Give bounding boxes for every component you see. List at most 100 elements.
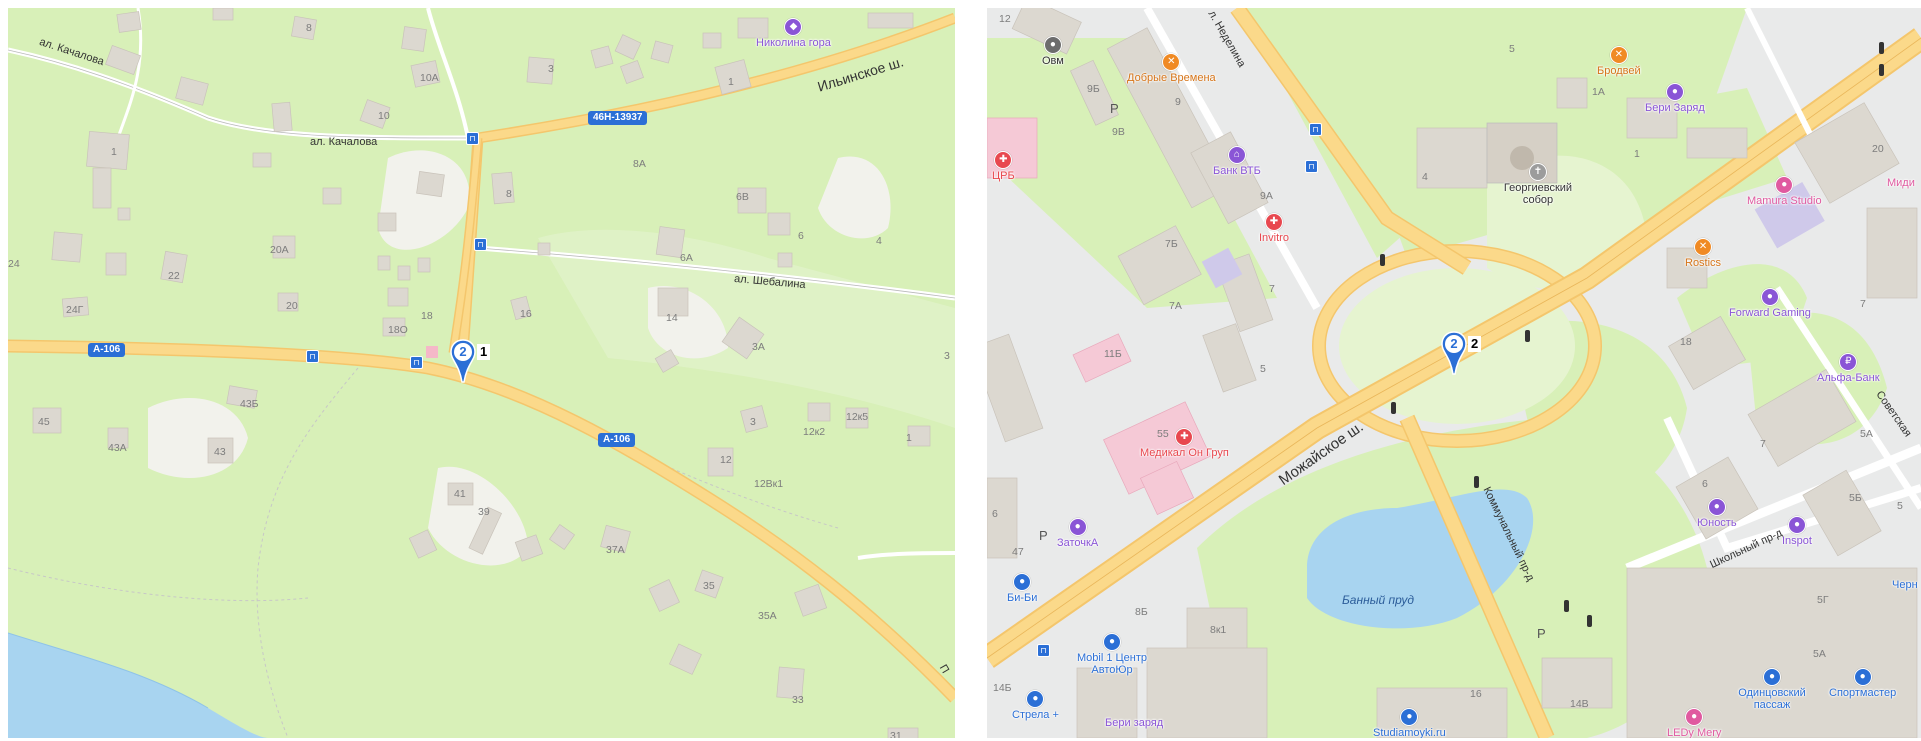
- car-icon: ●: [1026, 690, 1045, 708]
- poi-ledy[interactable]: ● LEDy Mery: [1667, 708, 1721, 738]
- house-number: 8А: [633, 158, 646, 170]
- street-kachalova-mid: ал. Качалова: [310, 136, 378, 148]
- gaming-icon: ●: [1760, 288, 1779, 306]
- poi-forward-gaming[interactable]: ● Forward Gaming: [1729, 288, 1811, 319]
- house-number: 43: [214, 446, 226, 458]
- charging-icon: ●: [1665, 83, 1684, 101]
- house-number: 41: [454, 488, 466, 500]
- poi-mobil1[interactable]: ● Mobil 1 Центр АвтоЮр: [1057, 633, 1167, 676]
- poi-crb[interactable]: ✚ ЦРБ: [992, 151, 1015, 182]
- house-number: 5А: [1860, 428, 1873, 440]
- parking-icon: P: [1110, 101, 1119, 116]
- house-number: 11Б: [1104, 348, 1122, 360]
- house-number: 8: [306, 22, 312, 34]
- poi-bi-bi[interactable]: ● Би-Би: [1007, 573, 1037, 604]
- house-number: 47: [1012, 546, 1024, 558]
- mall-icon: ●: [1763, 668, 1781, 686]
- poi-midi[interactable]: Миди: [1887, 177, 1915, 189]
- shop-icon: ●: [1853, 668, 1872, 686]
- bus-stop-icon[interactable]: ⊓: [410, 356, 423, 369]
- house-number: 16: [520, 308, 532, 320]
- poi-beri-zaryad-top[interactable]: ● Бери Заряд: [1645, 83, 1705, 114]
- house-number: 14Б: [993, 682, 1012, 694]
- house-number: 43Б: [240, 398, 259, 410]
- house-number: 24: [8, 258, 20, 270]
- bus-stop-icon[interactable]: ⊓: [474, 238, 487, 251]
- house-number: 3: [548, 63, 554, 75]
- poi-invitro[interactable]: ✚ Invitro: [1259, 213, 1289, 244]
- poi-alfa-bank[interactable]: ₽ Альфа-Банк: [1817, 353, 1880, 384]
- beauty-icon: ●: [1685, 708, 1704, 726]
- traffic-light-icon: [1474, 476, 1479, 488]
- bus-stop-icon[interactable]: ⊓: [466, 132, 479, 145]
- house-number: 5Б: [1849, 492, 1862, 504]
- house-number: 14: [666, 312, 678, 324]
- house-number: 6А: [680, 252, 693, 264]
- house-number: 1: [728, 76, 734, 88]
- poi-odintsovsky[interactable]: ● Одинцовский пассаж: [1727, 668, 1817, 711]
- house-number: 35: [703, 580, 715, 592]
- cinema-icon: ●: [1707, 498, 1726, 516]
- poi-medical-on[interactable]: ✚ Медикал Он Груп: [1140, 428, 1229, 459]
- poi-studiamoyki[interactable]: ● Studiamoyki.ru: [1373, 708, 1446, 738]
- bus-stop-icon[interactable]: ⊓: [1309, 123, 1322, 136]
- poi-mamura[interactable]: ● Mamura Studio: [1747, 176, 1822, 207]
- poi-bank-vtb[interactable]: ⌂ Банк ВТБ: [1213, 146, 1261, 177]
- house-number: 45: [38, 416, 50, 428]
- house-number: 35А: [758, 610, 777, 622]
- restaurant-icon: ✕: [1609, 46, 1628, 64]
- poi-rostics[interactable]: ✕ Rostics: [1685, 238, 1721, 269]
- route-pin-1[interactable]: 2 1: [449, 338, 491, 391]
- house-number: 12: [720, 454, 732, 466]
- map-left[interactable]: ал. Качалова ал. Качалова Ильинское ш. а…: [8, 8, 955, 738]
- poi-cherni[interactable]: Черн: [1892, 579, 1918, 591]
- pin-count: 2: [459, 344, 467, 359]
- house-number: 31: [890, 730, 902, 738]
- house-number: 20: [1872, 143, 1884, 155]
- shop-icon: ●: [1787, 516, 1806, 534]
- map-right[interactable]: Можайское ш. Коммунальный пр-д л. Недели…: [987, 8, 1921, 738]
- theater-icon: ◆: [784, 18, 803, 36]
- hospital-icon: ✚: [994, 151, 1013, 169]
- poi-beri-zaryad-bottom[interactable]: Бери заряд: [1105, 717, 1164, 729]
- house-number: 39: [478, 506, 490, 518]
- poi-sportmaster[interactable]: ● Спортмастер: [1829, 668, 1896, 699]
- pin-count: 2: [1450, 336, 1458, 351]
- house-number: 4: [1422, 171, 1428, 183]
- house-number: 9А: [1260, 190, 1273, 202]
- house-number: 12: [999, 13, 1011, 25]
- bus-stop-icon[interactable]: ⊓: [1305, 160, 1318, 173]
- house-number: 24Г: [66, 304, 84, 316]
- traffic-light-icon: [1879, 42, 1884, 54]
- house-number: 12к5: [846, 411, 869, 423]
- poi-ovm[interactable]: ● Овм: [1042, 36, 1064, 67]
- bus-stop-icon[interactable]: ⊓: [1037, 644, 1050, 657]
- route-pin-2[interactable]: 2 2: [1440, 330, 1482, 383]
- poi-georgievsky[interactable]: ✝ Георгиевский собор: [1493, 163, 1583, 206]
- car-icon: ●: [1013, 573, 1032, 591]
- bank-icon: ₽: [1839, 353, 1858, 371]
- house-number: 43А: [108, 442, 127, 454]
- poi-zatochka[interactable]: ● ЗаточкА: [1057, 518, 1098, 549]
- parking-icon: P: [1537, 626, 1546, 641]
- bus-stop-icon[interactable]: ⊓: [306, 350, 319, 363]
- house-number: 3А: [752, 341, 765, 353]
- poi-dobrye-vremena[interactable]: ✕ Добрые Времена: [1127, 53, 1216, 84]
- service-icon: ●: [1068, 518, 1087, 536]
- house-number: 7: [1269, 283, 1275, 295]
- house-number: 7: [1860, 298, 1866, 310]
- poi-brodvey[interactable]: ✕ Бродвей: [1597, 46, 1641, 77]
- house-number: 6В: [736, 191, 749, 203]
- house-number: 10: [378, 110, 390, 122]
- house-number: 16: [1470, 688, 1482, 700]
- house-number: 1А: [1592, 86, 1605, 98]
- poi-strela[interactable]: ● Стрела +: [1012, 690, 1059, 721]
- poi-yunost[interactable]: ● Юность: [1697, 498, 1737, 529]
- service-icon: ●: [1043, 36, 1062, 54]
- poi-inspot[interactable]: ● Inspot: [1782, 516, 1812, 547]
- house-number: 33: [792, 694, 804, 706]
- poi-nikolina-gora[interactable]: ◆ Николина гора: [756, 18, 831, 49]
- house-number: 55: [1157, 428, 1169, 440]
- house-number: 20: [286, 300, 298, 312]
- house-number: 9Б: [1087, 83, 1100, 95]
